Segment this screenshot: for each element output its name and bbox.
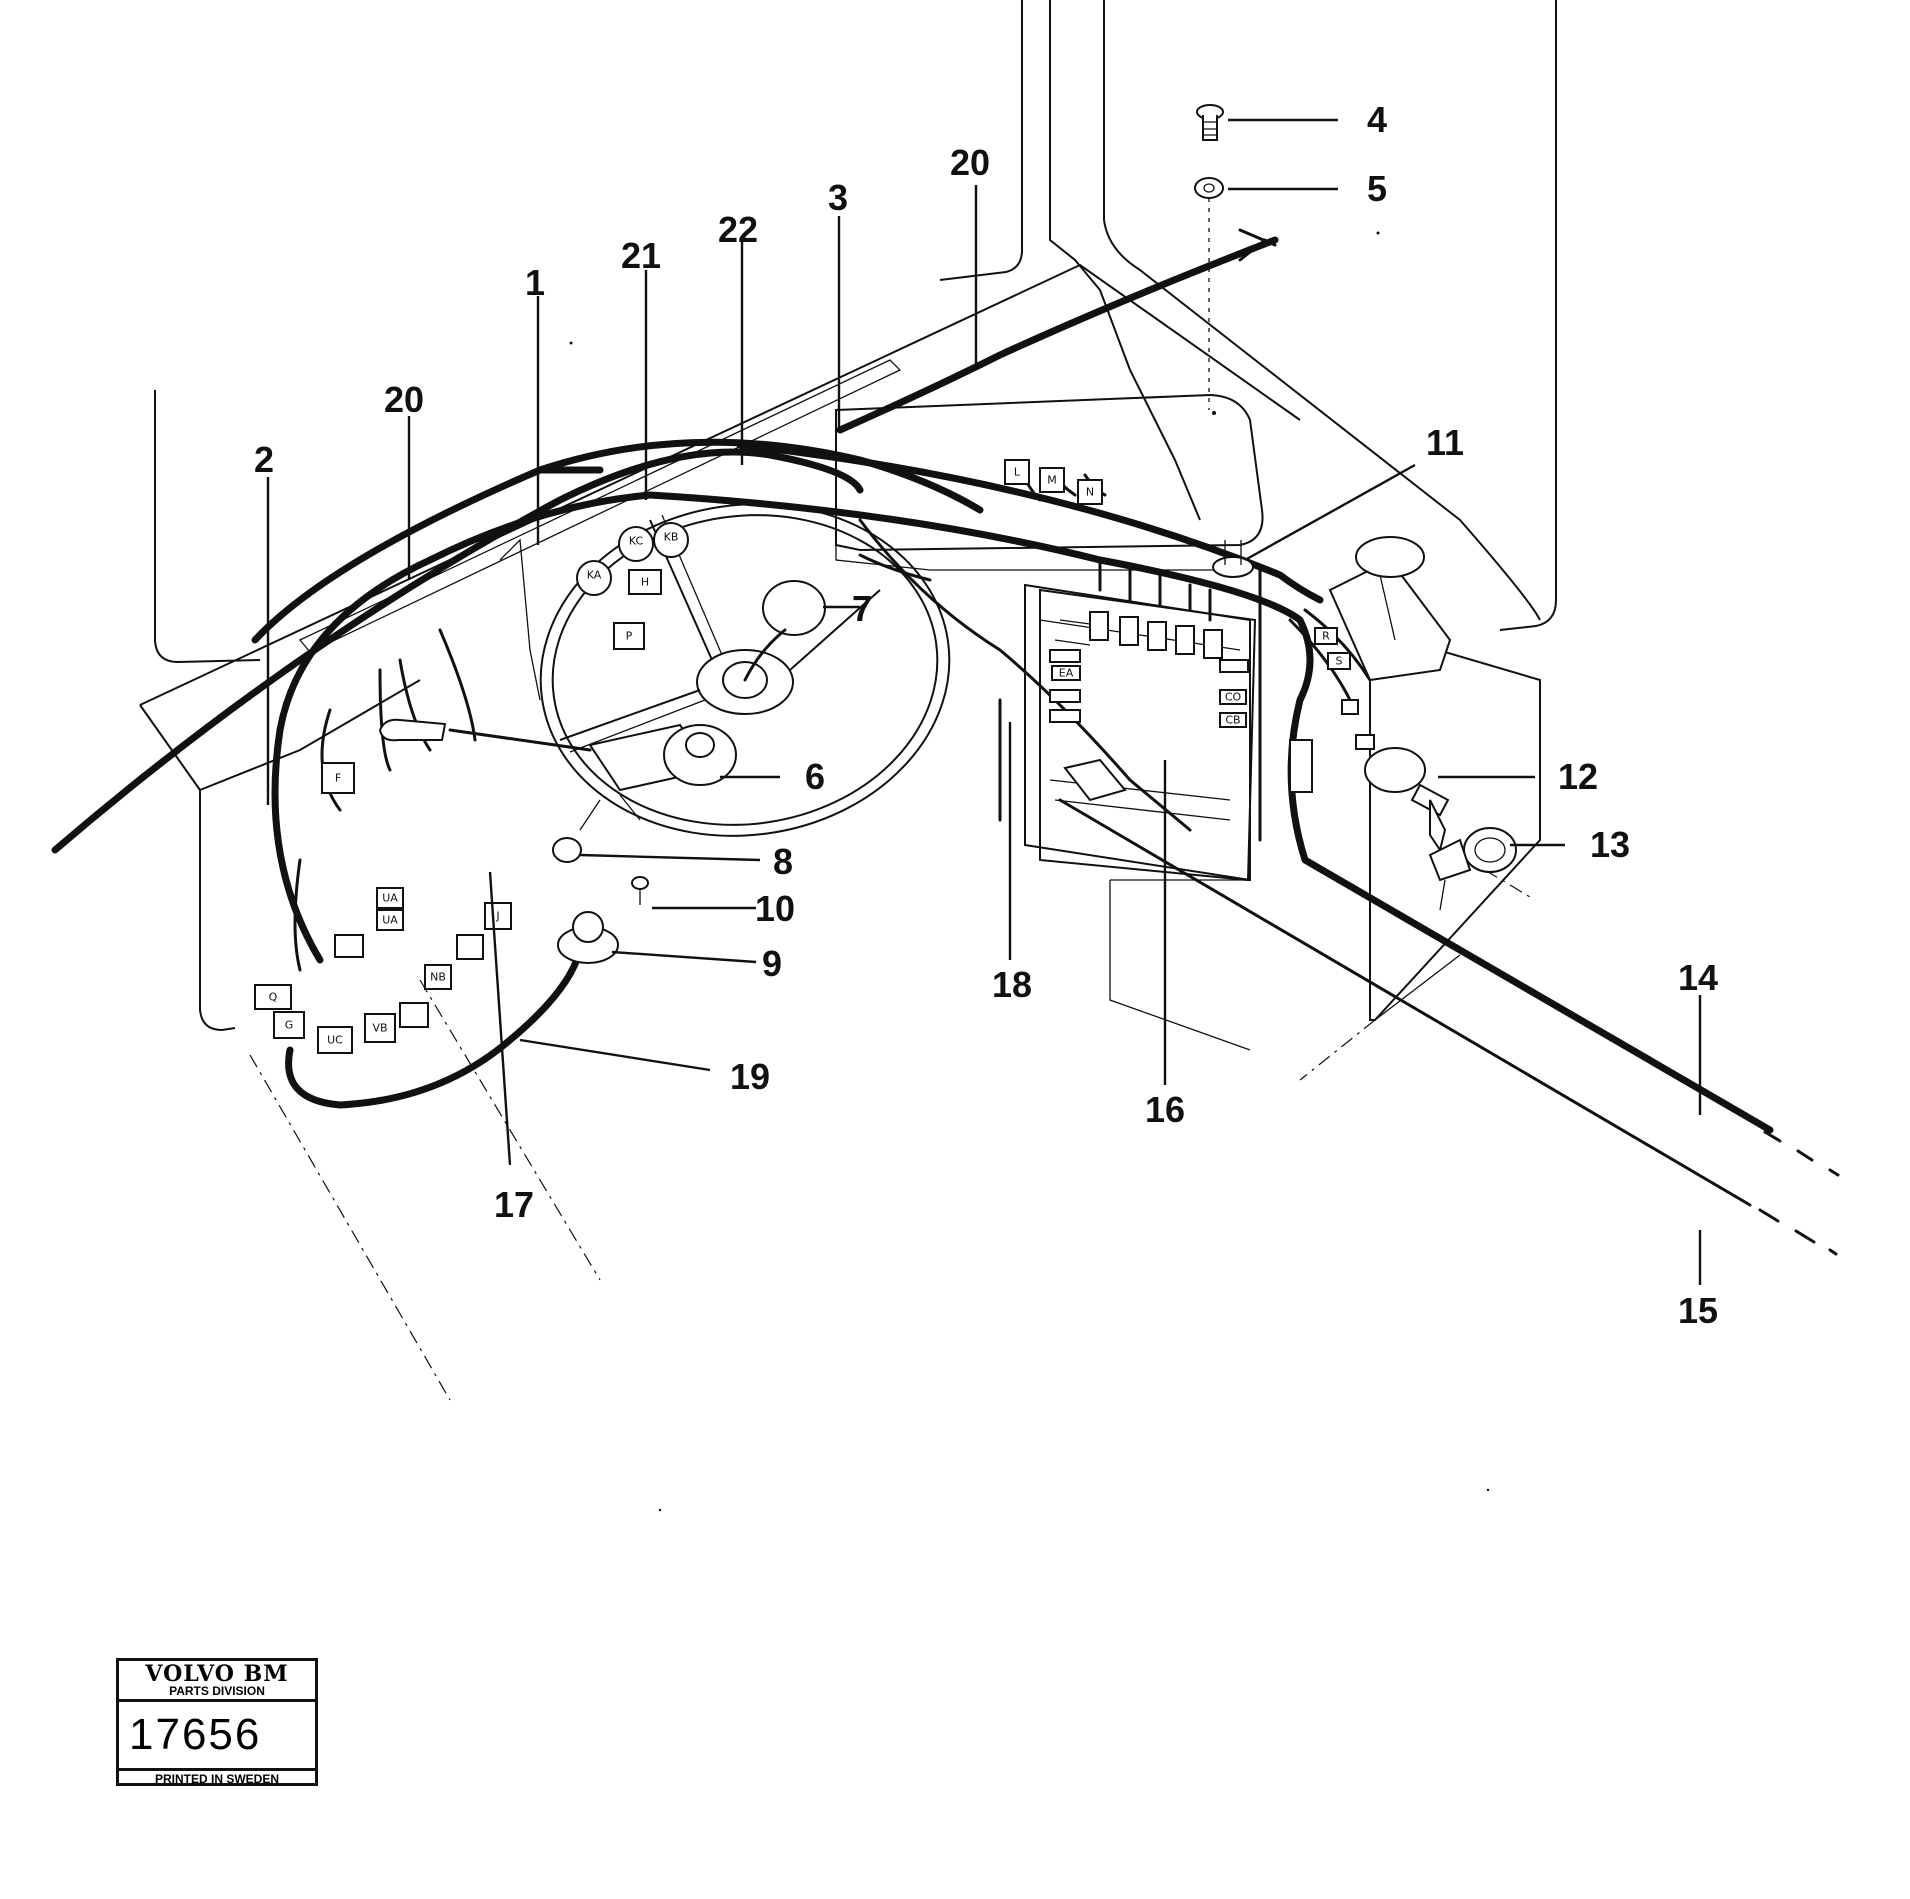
callout-17: 17 <box>494 1184 534 1225</box>
callout-7: 7 <box>852 588 872 629</box>
svg-text:R: R <box>1322 630 1330 643</box>
callout-9: 9 <box>762 943 782 984</box>
connector-r: R <box>1314 627 1338 645</box>
ignition-switch <box>1364 747 1450 853</box>
screw <box>1196 104 1224 141</box>
callout-4: 4 <box>1367 99 1387 140</box>
svg-text:KB: KB <box>664 531 679 544</box>
callout-21: 21 <box>621 235 661 276</box>
fuse-slots <box>1049 611 1249 723</box>
connector-ua-2: UA <box>376 909 404 931</box>
connector-j: J <box>484 902 512 930</box>
svg-text:CO: CO <box>1225 691 1242 704</box>
connector-h: H <box>628 569 662 595</box>
svg-text:N: N <box>1086 486 1094 499</box>
push-switch <box>557 911 619 964</box>
fuse-panel <box>1039 588 1257 882</box>
svg-text:J: J <box>495 910 499 923</box>
callout-20-left: 20 <box>384 379 424 420</box>
svg-text:UC: UC <box>327 1034 343 1047</box>
washer <box>1194 177 1224 410</box>
svg-text:Q: Q <box>269 991 278 1004</box>
key-ring <box>1428 827 1517 911</box>
lever-housing <box>1328 536 1452 682</box>
svg-text:KC: KC <box>629 535 644 548</box>
connector-co: CO <box>1219 689 1247 705</box>
cab-mount <box>1212 540 1254 578</box>
callout-15: 15 <box>1678 1290 1718 1331</box>
callout-1: 1 <box>525 262 545 303</box>
connector-ua: UA <box>376 887 404 909</box>
horn-knob <box>743 580 826 682</box>
svg-text:EA: EA <box>1059 667 1074 680</box>
svg-text:G: G <box>285 1019 294 1032</box>
connector-vb: VB <box>364 1013 396 1043</box>
connector-kb: KB <box>653 522 689 558</box>
connector-nb: NB <box>424 964 452 990</box>
stamp-brand: VOLVO BM <box>145 1661 289 1687</box>
connector-cb: CB <box>1219 712 1247 728</box>
svg-text:M: M <box>1047 474 1057 487</box>
svg-text:CB: CB <box>1225 714 1240 727</box>
callout-14: 14 <box>1678 957 1718 998</box>
steering-wheel <box>539 503 951 837</box>
callout-5: 5 <box>1367 168 1387 209</box>
callout-6: 6 <box>805 756 825 797</box>
svg-text:UA: UA <box>382 914 398 927</box>
connector-m: M <box>1039 467 1065 493</box>
small-screw <box>631 876 649 905</box>
svg-text:L: L <box>1014 466 1021 479</box>
callout-20-top: 20 <box>950 142 990 183</box>
connector-s: S <box>1327 652 1351 670</box>
svg-text:H: H <box>641 576 649 589</box>
connector-ea: EA <box>1051 665 1081 681</box>
svg-text:S: S <box>1336 655 1343 668</box>
connector-kc: KC <box>618 526 654 562</box>
connector-l: L <box>1004 459 1030 485</box>
connector-n: N <box>1077 479 1103 505</box>
svg-text:P: P <box>626 630 633 643</box>
callout-10: 10 <box>755 888 795 929</box>
stamp-printed: PRINTED IN SWEDEN <box>154 1772 279 1786</box>
callout-18: 18 <box>992 964 1032 1005</box>
wiring-harness <box>51 228 1840 1256</box>
callout-19: 19 <box>730 1056 770 1097</box>
svg-text:VB: VB <box>372 1022 387 1035</box>
svg-text:NB: NB <box>430 971 446 984</box>
callout-11: 11 <box>1426 422 1464 463</box>
callout-22: 22 <box>718 209 758 250</box>
connector-f: F <box>321 762 355 794</box>
connector-ka: KA <box>576 560 612 596</box>
cab-structure <box>139 0 1557 1051</box>
callout-16: 16 <box>1145 1089 1185 1130</box>
connector-blocks <box>334 699 1375 1028</box>
connector-q: Q <box>254 984 292 1010</box>
svg-text:F: F <box>335 772 341 785</box>
connector-g: G <box>273 1011 305 1039</box>
callout-12: 12 <box>1558 756 1598 797</box>
stamp-division: PARTS DIVISION <box>119 1685 315 1702</box>
connector-p: P <box>613 622 645 650</box>
connector-uc: UC <box>317 1026 353 1054</box>
direction-switch <box>378 718 737 831</box>
volvo-bm-parts-stamp: VOLVO BM PARTS DIVISION 17656 PRINTED IN… <box>116 1658 318 1786</box>
specks <box>569 231 1490 1512</box>
callout-8: 8 <box>773 841 793 882</box>
small-indicator <box>552 837 582 863</box>
callout-numbers: 4 5 20 3 22 21 1 20 2 11 7 6 8 10 9 12 1… <box>254 99 1718 1331</box>
svg-text:KA: KA <box>587 569 602 582</box>
stamp-part-number: 17656 <box>119 1702 315 1771</box>
callout-13: 13 <box>1590 824 1630 865</box>
leader-lines <box>266 118 1702 1285</box>
callout-3: 3 <box>828 177 848 218</box>
svg-text:UA: UA <box>382 892 398 905</box>
floor-lines <box>249 869 1536 1401</box>
callout-2: 2 <box>254 439 274 480</box>
relay <box>1063 758 1127 802</box>
